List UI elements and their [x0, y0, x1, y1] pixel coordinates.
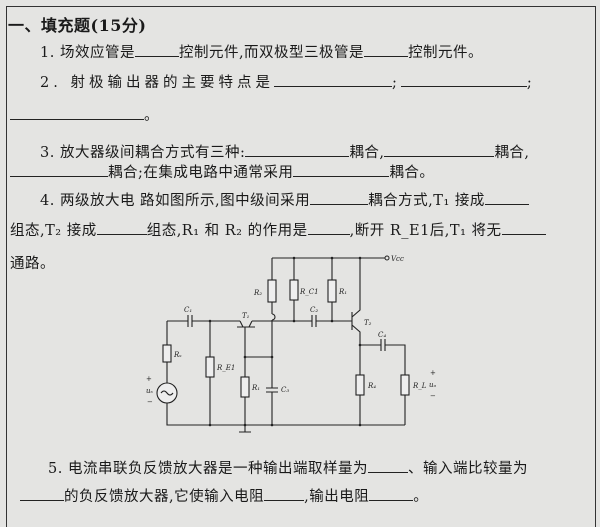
q3-blank-2[interactable] [384, 144, 495, 157]
input-wires [166, 315, 405, 426]
q4-text: 组态,R₁ 和 R₂ 的作用是 [146, 223, 308, 239]
q5-blank-3[interactable] [264, 488, 305, 501]
circuit-diagram: Vcc R₂ R_C1 R₁ C₂ T₂ C₄ R₄ R_L + uₒ − C₁… [146, 255, 437, 433]
junction-dots [208, 256, 362, 427]
q2-blank-1[interactable] [273, 74, 392, 87]
q4-blank-2[interactable] [484, 192, 529, 205]
re1-resistor [205, 356, 215, 378]
re1-label: R_E1 [216, 364, 235, 372]
q2-text: ; [526, 75, 536, 91]
q4-blank-1[interactable] [310, 192, 369, 205]
r1-top-label: R₁ [338, 288, 347, 296]
rc1-label: R_C1 [299, 288, 319, 296]
q1-blank-2[interactable] [364, 44, 409, 57]
sine-icon [160, 390, 174, 396]
question-4-cont: 组态,T₂ 接成 组态,R₁ 和 R₂ 的作用是 ,断开 R_E1后,T₁ 将无 [10, 219, 546, 240]
q2-blank-3[interactable] [10, 107, 144, 120]
q3-text: 耦合;在集成电路中通常采用 [108, 165, 294, 181]
q2-text: ; [391, 75, 401, 91]
q4-blank-3[interactable] [96, 222, 147, 235]
q3-blank-1[interactable] [245, 144, 350, 157]
r4-resistor [355, 374, 365, 396]
question-3-cont: 耦合;在集成电路中通常采用 耦合。 [10, 161, 434, 182]
q3-text: 耦合, [349, 145, 385, 161]
uo-plus: + [430, 369, 436, 377]
question-2-cont: 。 [10, 104, 159, 125]
q3-text: 耦合。 [389, 165, 435, 181]
c2-capacitor [252, 315, 352, 327]
question-4-end: 通路。 [10, 256, 55, 272]
rs-label: Rₛ [173, 351, 182, 359]
rs-resistor [162, 344, 172, 363]
q5-blank-2[interactable] [20, 488, 64, 501]
t2-label: T₂ [364, 319, 372, 327]
us-label: uₛ [146, 387, 154, 395]
rl-resistor [400, 374, 410, 396]
q4-blank-4[interactable] [307, 222, 350, 235]
q3-blank-4[interactable] [293, 164, 390, 177]
t2-transistor [351, 258, 361, 345]
question-3: 3. 放大器级间耦合方式有三种: 耦合, 耦合, [40, 141, 530, 162]
q5-text: 的负反馈放大器,它使输入电阻 [64, 489, 265, 505]
q3-text: 耦合, [494, 145, 530, 161]
question-5-cont: 的负反馈放大器,它使输入电阻 ,输出电阻 。 [20, 485, 428, 506]
question-2: 2. 射极输出器的主要特点是;; [40, 71, 536, 92]
q3-blank-3[interactable] [10, 164, 108, 177]
section-title: 一、填充题(15分) [8, 16, 147, 35]
q1-blank-1[interactable] [134, 44, 179, 57]
c4-label: C₄ [378, 331, 386, 339]
q5-blank-1[interactable] [367, 460, 408, 473]
vcc-label: Vcc [391, 255, 404, 263]
us-plus: + [146, 375, 152, 383]
q5-text: ,输出电阻 [304, 489, 370, 505]
r1-resistor [240, 376, 250, 398]
question-5: 5. 电流串联负反馈放大器是一种输出端取样量为 、输入端比较量为 [48, 457, 528, 478]
r2-wire [271, 258, 276, 357]
c2-label: C₂ [310, 306, 318, 314]
r2-resistor [267, 279, 277, 303]
c3-label: C₃ [281, 386, 289, 394]
question-frame [6, 6, 596, 527]
q4-text: 耦合方式,T₁ 接成 [368, 193, 485, 209]
c4-capacitor [360, 339, 406, 375]
q4-text: 4. 两级放大电 路如图所示,图中级间采用 [40, 193, 311, 209]
q5-text: 。 [413, 489, 429, 505]
question-1: 1. 场效应管是 控制元件,而双极型三极管是 控制元件。 [40, 41, 483, 62]
question-4: 4. 两级放大电 路如图所示,图中级间采用 耦合方式,T₁ 接成 [40, 189, 529, 210]
t1-label: T₁ [242, 312, 250, 320]
q2-text: 2. 射极输出器的主要特点是 [40, 75, 274, 91]
q4-text: ,断开 R_E1后,T₁ 将无 [349, 223, 502, 239]
r2-label: R₂ [253, 289, 262, 297]
q1-text: 控制元件,而双极型三极管是 [178, 45, 365, 61]
rl-label: R_L [412, 382, 427, 390]
c1-label: C₁ [184, 306, 192, 314]
output-wires [359, 345, 406, 425]
t1-transistor [237, 320, 272, 358]
q1-text: 1. 场效应管是 [40, 45, 135, 61]
q2-blank-2[interactable] [400, 74, 527, 87]
r1-top-resistor [327, 279, 337, 303]
q3-text: 3. 放大器级间耦合方式有三种: [40, 145, 246, 161]
q4-blank-5[interactable] [501, 222, 546, 235]
q5-text: 5. 电流串联负反馈放大器是一种输出端取样量为 [48, 461, 368, 477]
rc1-resistor [289, 279, 299, 301]
q4-text: 组态,T₂ 接成 [10, 223, 97, 239]
uo-minus: − [430, 392, 436, 400]
r1-c3-wires [244, 357, 278, 425]
r4-label: R₄ [367, 382, 376, 390]
uo-label: uₒ [429, 381, 437, 389]
q1-text: 控制元件。 [408, 45, 484, 61]
r1-label: R₁ [251, 384, 260, 392]
us-minus: − [147, 398, 153, 406]
q2-text: 。 [144, 108, 159, 124]
q5-text: 、输入端比较量为 [407, 461, 528, 477]
q5-blank-4[interactable] [369, 488, 414, 501]
vcc-terminal [384, 255, 390, 261]
